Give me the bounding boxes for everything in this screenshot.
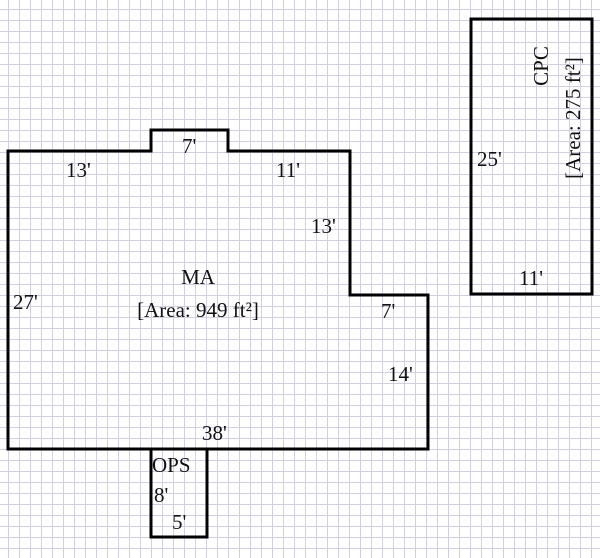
ma-dim-left: 27' bbox=[13, 290, 38, 314]
ma-dim-bump: 7' bbox=[182, 134, 196, 158]
cpc-dim-side: 25' bbox=[477, 147, 502, 171]
ops-dim-bottom: 5' bbox=[172, 510, 186, 534]
room-ops-outline[interactable] bbox=[149, 447, 209, 539]
cpc-label: CPC bbox=[529, 46, 553, 86]
ma-dim-bottom: 38' bbox=[202, 421, 227, 445]
ma-area: [Area: 949 ft²] bbox=[137, 298, 259, 322]
ma-dim-right-lower: 14' bbox=[388, 362, 413, 386]
ma-dim-top-right: 11' bbox=[276, 158, 300, 182]
ops-label: OPS bbox=[152, 453, 191, 477]
ma-label: MA bbox=[181, 265, 216, 289]
ma-dim-step: 7' bbox=[381, 299, 395, 323]
cpc-dim-bottom: 11' bbox=[519, 266, 543, 290]
cpc-area: [Area: 275 ft²] bbox=[561, 57, 585, 179]
room-cpc-outline[interactable] bbox=[469, 17, 594, 296]
ma-dim-top-left: 13' bbox=[66, 158, 91, 182]
ma-dim-right-upper: 13' bbox=[311, 214, 336, 238]
room-ma-outline[interactable] bbox=[6, 128, 430, 451]
ops-dim-side: 8' bbox=[154, 483, 168, 507]
